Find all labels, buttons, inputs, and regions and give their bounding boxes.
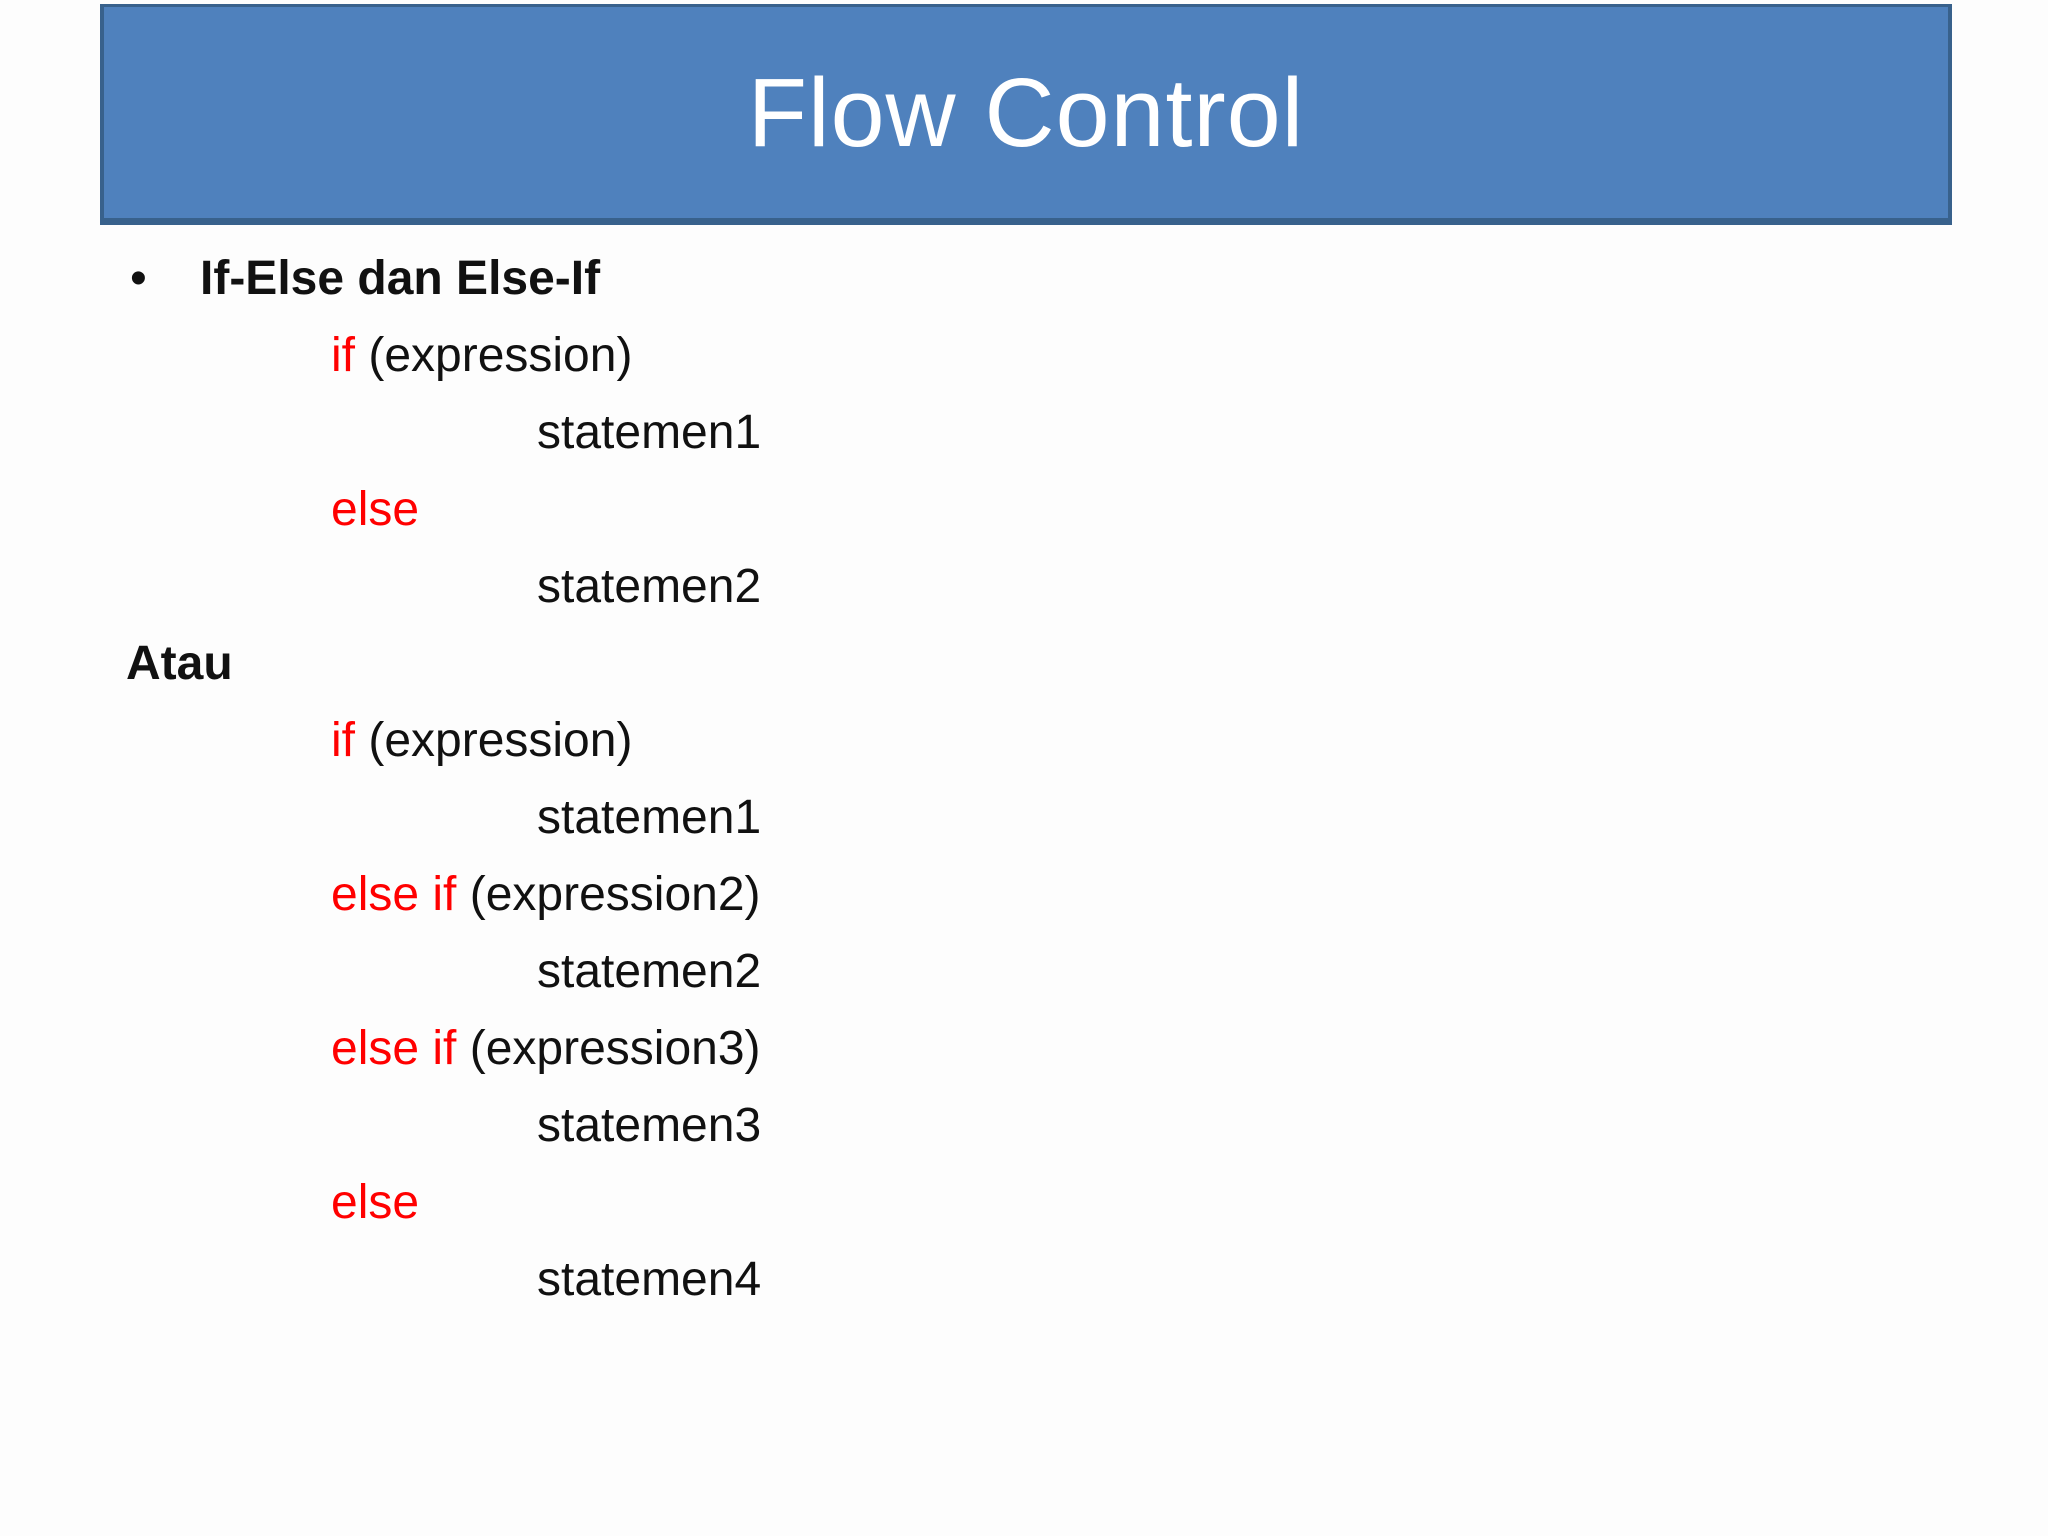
slide-content: • If-Else dan Else-If if (expression) state… (0, 240, 2048, 1318)
heading-text: If-Else dan Else-If (200, 252, 601, 305)
code-line: else if (expression3) (0, 1010, 2048, 1087)
title-banner: Flow Control (100, 4, 1952, 225)
code-line: statemen2 (0, 548, 2048, 625)
code-text: (expression) (355, 329, 633, 382)
code-line: if (expression) (0, 317, 2048, 394)
code-text: (expression2) (456, 868, 761, 921)
code-text: (expression3) (456, 1022, 761, 1075)
code-text: statemen2 (537, 945, 762, 998)
code-line: else (0, 1164, 2048, 1241)
code-line: else if (expression2) (0, 856, 2048, 933)
code-keyword: else if (331, 868, 457, 921)
slide-title: Flow Control (747, 57, 1305, 167)
code-keyword: else if (331, 1022, 457, 1075)
code-line: statemen1 (0, 779, 2048, 856)
code-text: statemen2 (537, 560, 762, 613)
content-lines: • If-Else dan Else-If if (expression) state… (0, 240, 2048, 1318)
code-line: statemen1 (0, 394, 2048, 471)
code-keyword: if (331, 329, 355, 382)
code-line: else (0, 471, 2048, 548)
code-text: statemen4 (537, 1253, 762, 1306)
code-text: statemen1 (537, 791, 762, 844)
code-keyword: else (331, 483, 420, 536)
code-text: (expression) (355, 714, 633, 767)
code-line: statemen4 (0, 1241, 2048, 1318)
code-keyword: else (331, 1176, 420, 1229)
code-line: if (expression) (0, 702, 2048, 779)
code-line: statemen2 (0, 933, 2048, 1010)
code-keyword: if (331, 714, 355, 767)
bullet-heading: • If-Else dan Else-If (0, 240, 2048, 317)
bullet-glyph: • (130, 252, 147, 305)
code-text: statemen1 (537, 406, 762, 459)
code-line: statemen3 (0, 1087, 2048, 1164)
code-text: statemen3 (537, 1099, 762, 1152)
atau-label: Atau (126, 637, 233, 690)
